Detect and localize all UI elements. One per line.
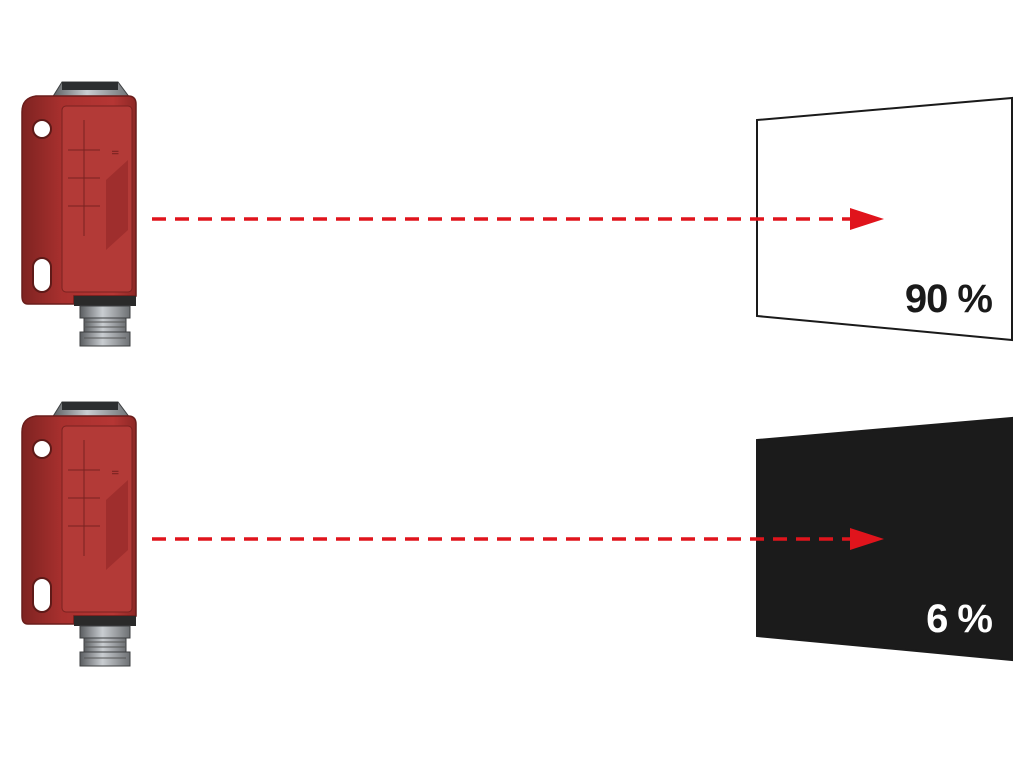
white-target [756, 96, 1013, 342]
reflectance-label: 90 % [905, 277, 993, 321]
arrow-head-icon [850, 528, 884, 550]
row-black-target: 6 % [21, 401, 1013, 667]
photoelectric-sensor-icon [21, 401, 137, 667]
photoelectric-sensor-icon [21, 81, 137, 347]
arrow-head-icon [850, 208, 884, 230]
reflectance-label: 6 % [926, 597, 992, 641]
row-white-target: 90 % [21, 81, 1013, 347]
black-target [756, 416, 1013, 662]
